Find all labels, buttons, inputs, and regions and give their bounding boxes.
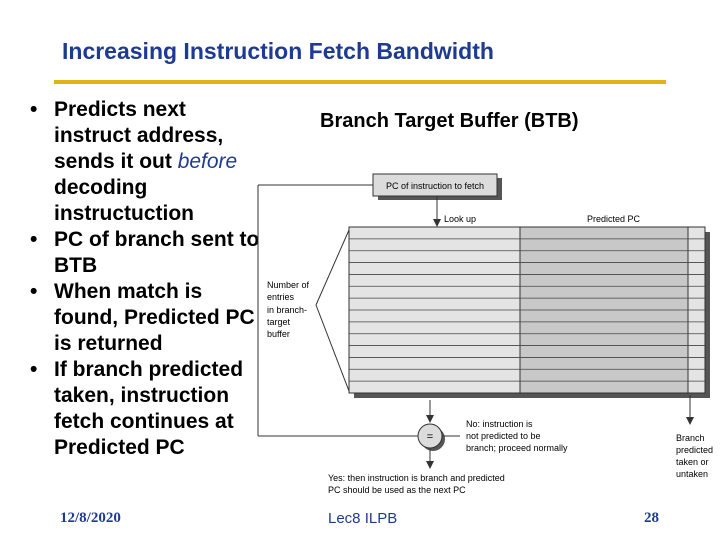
- bullet-item: •When match is found, Predicted PC is re…: [30, 280, 255, 355]
- yes-label-line: PC should be used as the next PC: [328, 485, 466, 495]
- bullet-item: •If branch predicted taken, instruction …: [30, 358, 244, 459]
- bullet-dot: •: [30, 98, 38, 121]
- bullet-dot: •: [30, 358, 38, 381]
- title-underline: [54, 80, 666, 84]
- entries-label-line: buffer: [267, 329, 290, 339]
- entries-label-line: entries: [267, 292, 295, 302]
- right-label-line: taken or: [676, 457, 709, 467]
- no-label-line: No: instruction is: [466, 419, 533, 429]
- slide-title: Increasing Instruction Fetch Bandwidth: [62, 38, 494, 64]
- emphasis-text: before: [177, 150, 238, 173]
- page-number: 28: [644, 510, 659, 526]
- entries-label-line: in branch-: [267, 305, 307, 315]
- yes-label-line: Yes: then instruction is branch and pred…: [328, 473, 505, 483]
- right-label-line: untaken: [676, 469, 708, 479]
- entries-label-line: target: [267, 317, 291, 327]
- bullet-dot: •: [30, 228, 38, 251]
- right-label-line: Branch: [676, 433, 705, 443]
- right-label-line: predicted: [676, 445, 713, 455]
- right-label: Branch predicted taken or untaken: [676, 433, 716, 479]
- bracket-bottom: [315, 304, 350, 392]
- bullet-item: •PC of branch sent to BTB: [30, 228, 260, 277]
- yes-label: Yes: then instruction is branch and pred…: [328, 473, 507, 495]
- no-label-line: not predicted to be: [466, 431, 541, 441]
- compare-symbol: =: [427, 431, 433, 443]
- bullet-dot: •: [30, 280, 38, 303]
- diagram-heading: Branch Target Buffer (BTB): [320, 110, 579, 132]
- entries-label-line: Number of: [267, 280, 310, 290]
- pc-box-label: PC of instruction to fetch: [386, 181, 484, 191]
- entries-label: Number of entries in branch- target buff…: [267, 280, 312, 339]
- footer-lecture: Lec8 ILPB: [328, 510, 398, 527]
- footer-date: 12/8/2020: [60, 510, 121, 526]
- lookup-label: Look up: [444, 214, 476, 224]
- btb-rows: [349, 238, 705, 382]
- predicted-pc-label: Predicted PC: [587, 214, 641, 224]
- bracket-top: [315, 229, 350, 306]
- no-label: No: instruction is not predicted to be b…: [466, 419, 568, 453]
- bullet-item: •Predicts next instruct address, sends i…: [30, 98, 238, 225]
- bullet-list: •Predicts next instruct address, sends i…: [28, 97, 268, 461]
- no-label-line: branch; proceed normally: [466, 443, 568, 453]
